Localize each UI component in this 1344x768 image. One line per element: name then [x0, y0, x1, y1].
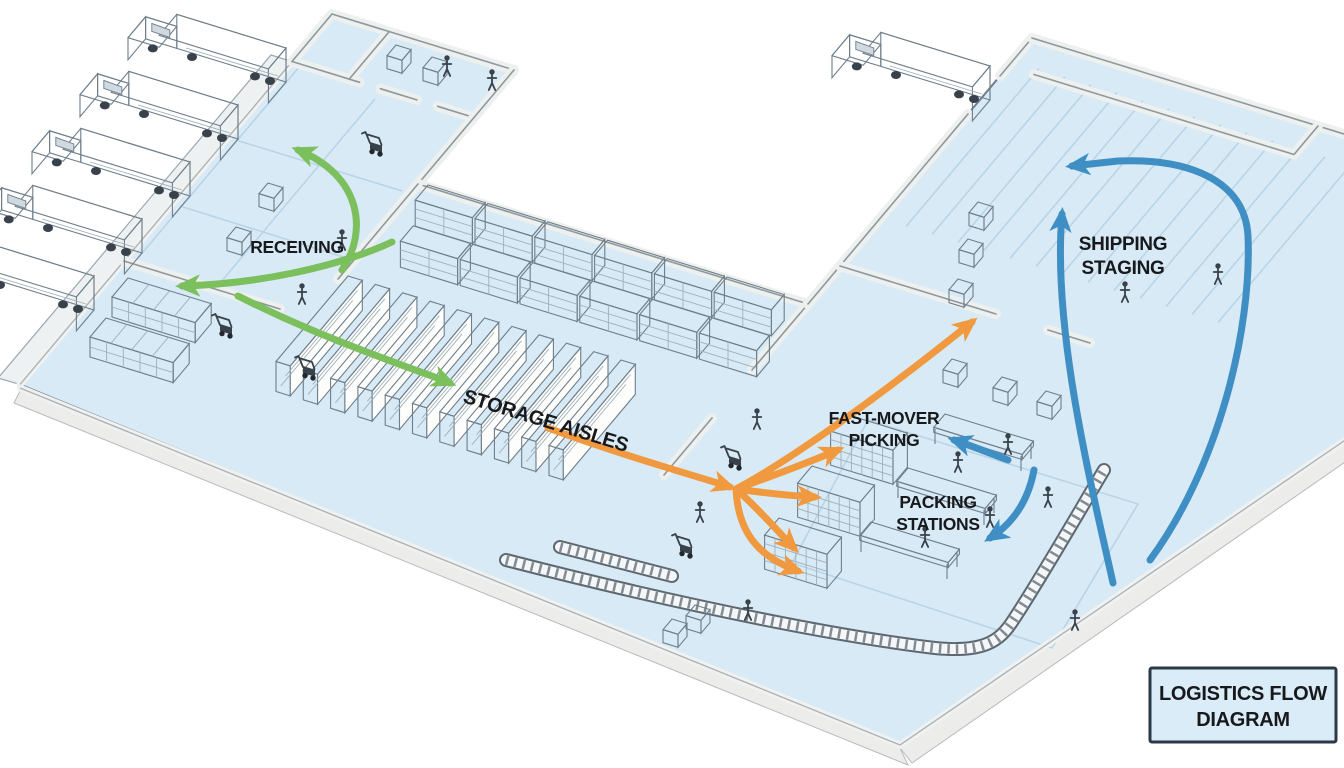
shipping-west-wall-line [807, 37, 1033, 305]
title-box-frame [1148, 666, 1338, 744]
receiving-label: RECEIVING [250, 237, 344, 257]
fast-mover-label-line2: PICKING [849, 430, 920, 450]
picking-flow-arrows [544, 317, 978, 576]
title-line1: LOGISTICS FLOW [1159, 683, 1327, 705]
receiving-hall-wall-line [337, 183, 419, 280]
dock-edge-line [19, 13, 333, 385]
fast-mover-label-line1: FAST-MOVER [829, 408, 940, 428]
title-line2: DIAGRAM [1196, 709, 1289, 731]
walls-layer [16, 9, 1344, 749]
flow-arrows-layer [175, 146, 1252, 587]
staging-parking-stripes [905, 68, 1344, 324]
packing-label-line1: PACKING [899, 492, 976, 512]
receiving-flow-arrows [175, 146, 457, 387]
office-walls [287, 9, 519, 123]
storage-north-wall-line [417, 183, 809, 305]
packing-zone-marking [791, 419, 1139, 649]
shipping-flow-arrows [947, 152, 1252, 587]
shipping-label-line2: STAGING [1081, 258, 1164, 279]
corridor-east-wall-line [417, 69, 515, 185]
shipping-truck-icon [831, 31, 991, 122]
shipping-bay-divider-line [1033, 73, 1319, 156]
shipping-north-wall-line [1031, 37, 1344, 135]
shipping-label-line1: SHIPPING [1079, 234, 1167, 255]
title-box: LOGISTICS FLOW DIAGRAM [1148, 666, 1338, 744]
equipment-layer [0, 13, 1224, 656]
packing-label-line2: STATIONS [896, 514, 979, 534]
front-rim-line [19, 387, 1344, 746]
